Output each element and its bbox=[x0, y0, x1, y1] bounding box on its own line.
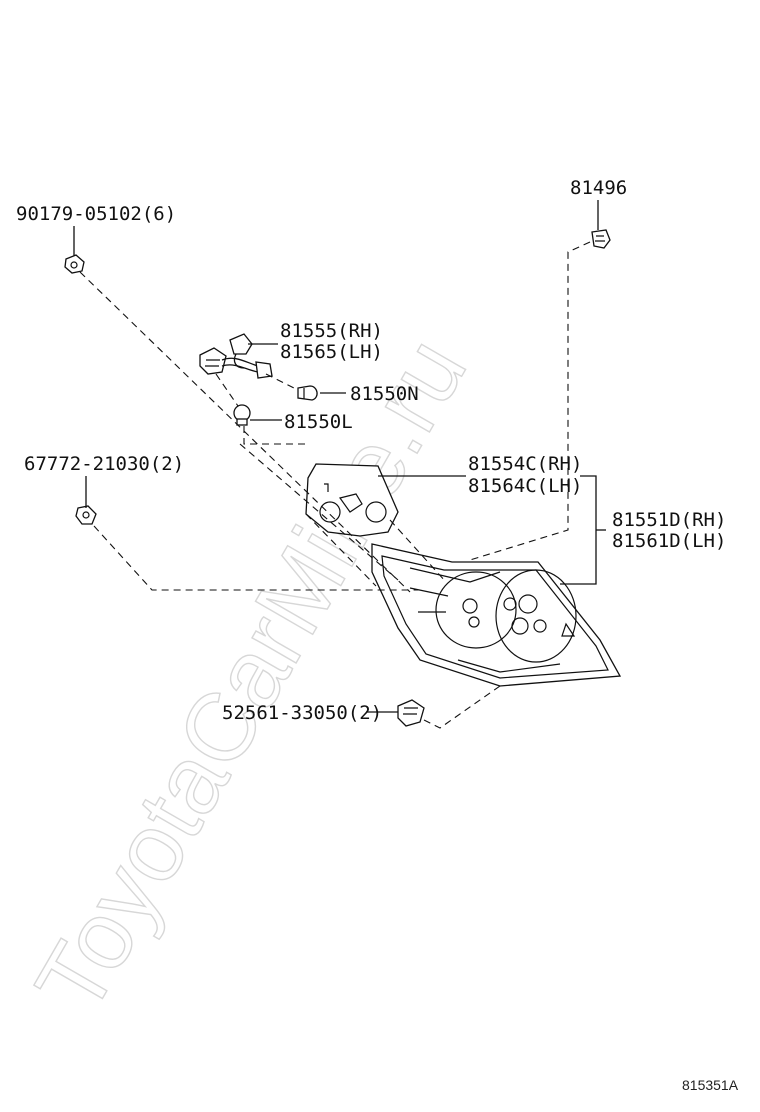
screw-part bbox=[64, 254, 85, 274]
label-lamp-lh: 81561D(LH) bbox=[612, 530, 726, 552]
nut-part bbox=[75, 505, 97, 525]
clip-top-part bbox=[591, 229, 611, 249]
label-socket-rh: 81555(RH) bbox=[280, 320, 383, 342]
lamp-cover-part bbox=[305, 463, 399, 537]
label-clip-top: 81496 bbox=[570, 177, 627, 199]
label-cover-lh: 81564C(LH) bbox=[468, 475, 582, 497]
dashed-guide-lines bbox=[79, 241, 591, 729]
label-nut: 67772-21030(2) bbox=[24, 453, 184, 475]
watermark: ToyotaCarMine.ru bbox=[16, 321, 487, 1031]
leader-lines bbox=[73, 200, 606, 713]
illustration-code: 815351A bbox=[682, 1077, 739, 1093]
label-bulb-l: 81550L bbox=[284, 411, 353, 433]
clip-bottom-part bbox=[397, 699, 425, 727]
socket-wire-part bbox=[199, 333, 273, 379]
rear-lamp-assembly-part bbox=[371, 543, 622, 687]
label-screw: 90179-05102(6) bbox=[16, 203, 176, 225]
label-clip-bottom: 52561-33050(2) bbox=[222, 702, 382, 724]
label-bulb-n: 81550N bbox=[350, 383, 419, 405]
label-socket-lh: 81565(LH) bbox=[280, 341, 383, 363]
label-lamp-rh: 81551D(RH) bbox=[612, 509, 726, 531]
bulb-l-part bbox=[233, 404, 251, 426]
label-cover-rh: 81554C(RH) bbox=[468, 453, 582, 475]
bulb-n-part bbox=[297, 385, 318, 401]
